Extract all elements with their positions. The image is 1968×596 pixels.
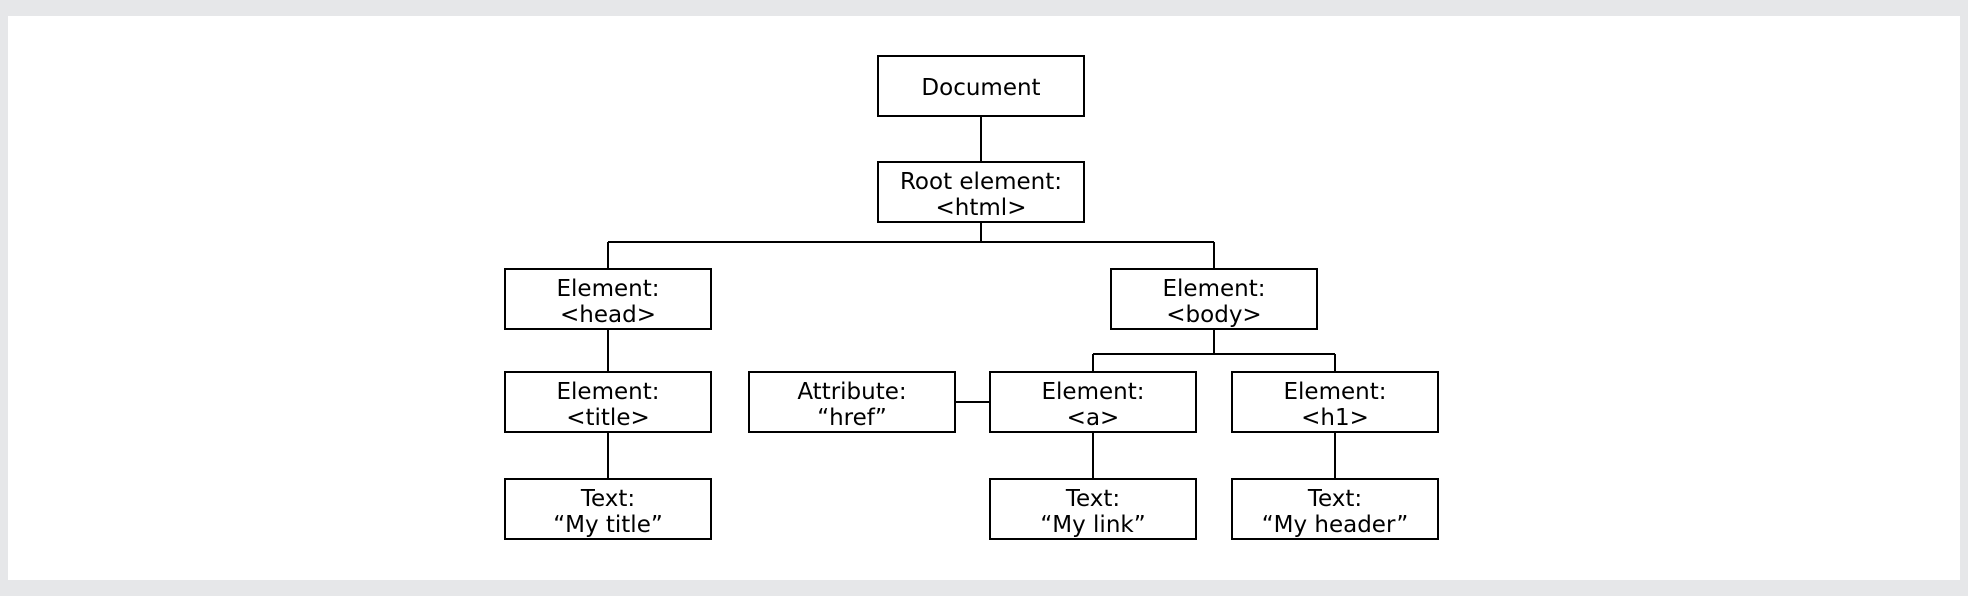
node-head-line-2: <head> [560,302,656,328]
node-text-link: Text: “My link” [989,478,1197,540]
diagram-canvas: Document Root element: <html> Element: <… [8,16,1960,580]
node-head: Element: <head> [504,268,712,330]
node-text-link-line-2: “My link” [1040,512,1145,538]
node-text-header: Text: “My header” [1231,478,1439,540]
node-title-line-2: <title> [566,405,650,431]
node-root-html-line-1: Root element: [900,169,1062,195]
node-h1: Element: <h1> [1231,371,1439,433]
node-href-attribute-line-2: “href” [817,405,887,431]
node-a: Element: <a> [989,371,1197,433]
node-body-line-2: <body> [1166,302,1261,328]
node-document-label: Document [921,75,1040,101]
node-text-title-line-2: “My title” [553,512,663,538]
node-title: Element: <title> [504,371,712,433]
node-root-html: Root element: <html> [877,161,1085,223]
node-a-line-2: <a> [1067,405,1120,431]
node-h1-line-1: Element: [1284,379,1387,405]
node-head-line-1: Element: [557,276,660,302]
node-title-line-1: Element: [557,379,660,405]
node-document: Document [877,55,1085,117]
node-body: Element: <body> [1110,268,1318,330]
dom-tree-diagram: Document Root element: <html> Element: <… [504,55,1439,540]
node-text-header-line-1: Text: [1307,486,1362,512]
node-a-line-1: Element: [1042,379,1145,405]
node-text-title: Text: “My title” [504,478,712,540]
node-root-html-line-2: <html> [936,195,1027,221]
node-text-link-line-1: Text: [1065,486,1120,512]
connectors [607,116,1336,479]
node-h1-line-2: <h1> [1301,405,1369,431]
node-text-title-line-1: Text: [580,486,635,512]
node-href-attribute: Attribute: “href” [748,371,956,433]
node-href-attribute-line-1: Attribute: [797,379,906,405]
node-body-line-1: Element: [1163,276,1266,302]
node-text-header-line-2: “My header” [1262,512,1409,538]
